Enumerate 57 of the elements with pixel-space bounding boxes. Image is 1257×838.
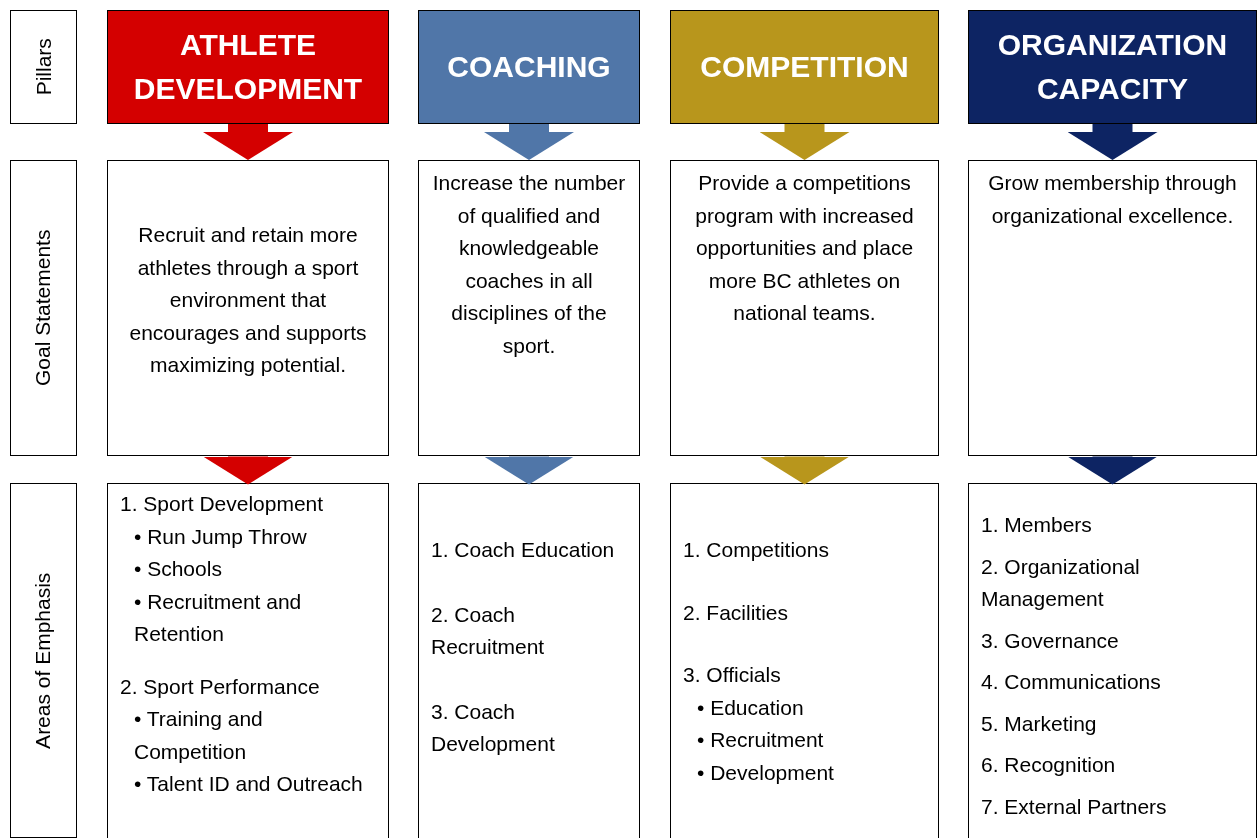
list-item: 2. Sport Performance [120,673,320,700]
row-label-box [10,10,77,124]
block-arrow [1067,124,1158,160]
goal-statement: Increase the number of qualified and knowledgeable coaches in all disciplines of the sport. [431,170,627,359]
goal-statement-box [968,160,1257,456]
list-item: 1. Competitions [683,537,829,563]
pillar-title: COMPETITION [700,49,909,85]
block-arrow [203,456,293,485]
block-arrow [1067,456,1158,485]
list-item: 2. Coach Recruitment [431,601,546,660]
list-item: 1. Members [981,512,1092,538]
list-item: • Schools [133,556,222,582]
emphasis-list-box [670,483,939,838]
list-item: 1. Coach Education [431,537,615,563]
goal-statement-box [107,160,389,456]
row-label-box [10,160,77,456]
list-item: 3. Governance [981,627,1119,654]
list-item: • Training and Competition [133,706,264,765]
pillar-header-box [418,10,640,124]
emphasis-list-box [968,483,1257,838]
list-item: • Education [696,694,804,721]
list-item: 6. Recognition [981,752,1116,778]
goal-statement: Provide a competitions program with increased opportunities and place more BC athletes on national teams. [694,170,915,326]
goal-statement-box [670,160,939,456]
list-item: 1. Sport Development [120,491,324,517]
list-item: • Talent ID and Outreach [133,771,363,797]
block-arrow [759,124,850,160]
pillar-header-box [670,10,939,124]
list-item: • Development [696,759,834,786]
row-label-box [10,483,77,838]
pillar-header-box [107,10,389,124]
block-arrow [484,124,574,160]
list-item: 3. Coach Development [431,698,556,757]
goal-statement: Grow membership through organizational excellence. [987,170,1238,229]
block-arrow [759,456,850,485]
pillar-title: COACHING [447,49,611,85]
block-arrow [203,124,293,160]
list-item: • Run Jump Throw [133,523,307,550]
goal-statement-box [418,160,640,456]
list-item: • Recruitment and Retention [133,588,303,647]
list-item: • Recruitment [696,727,824,753]
list-item: 2. Organizational Management [981,553,1141,612]
row-label: Goal Statements [30,229,56,387]
emphasis-list-box [107,483,389,838]
row-label: Pillars [30,38,56,96]
row-label: Areas of Emphasis [30,572,56,749]
pillar-header-box [968,10,1257,124]
emphasis-list-box [418,483,640,838]
list-item: 4. Communications [981,669,1161,695]
goal-statement: Recruit and retain more athletes through a sport environment that encourages and supports maximizing potential. [128,222,368,378]
pillar-title: ORGANIZATION CAPACITY [996,27,1229,107]
list-item: 5. Marketing [981,710,1097,737]
list-item: 7. External Partners [981,793,1167,820]
block-arrow [484,456,574,485]
pillar-title: ATHLETE DEVELOPMENT [132,27,364,107]
list-item: 3. Officials [683,662,781,688]
list-item: 2. Facilities [683,599,789,626]
